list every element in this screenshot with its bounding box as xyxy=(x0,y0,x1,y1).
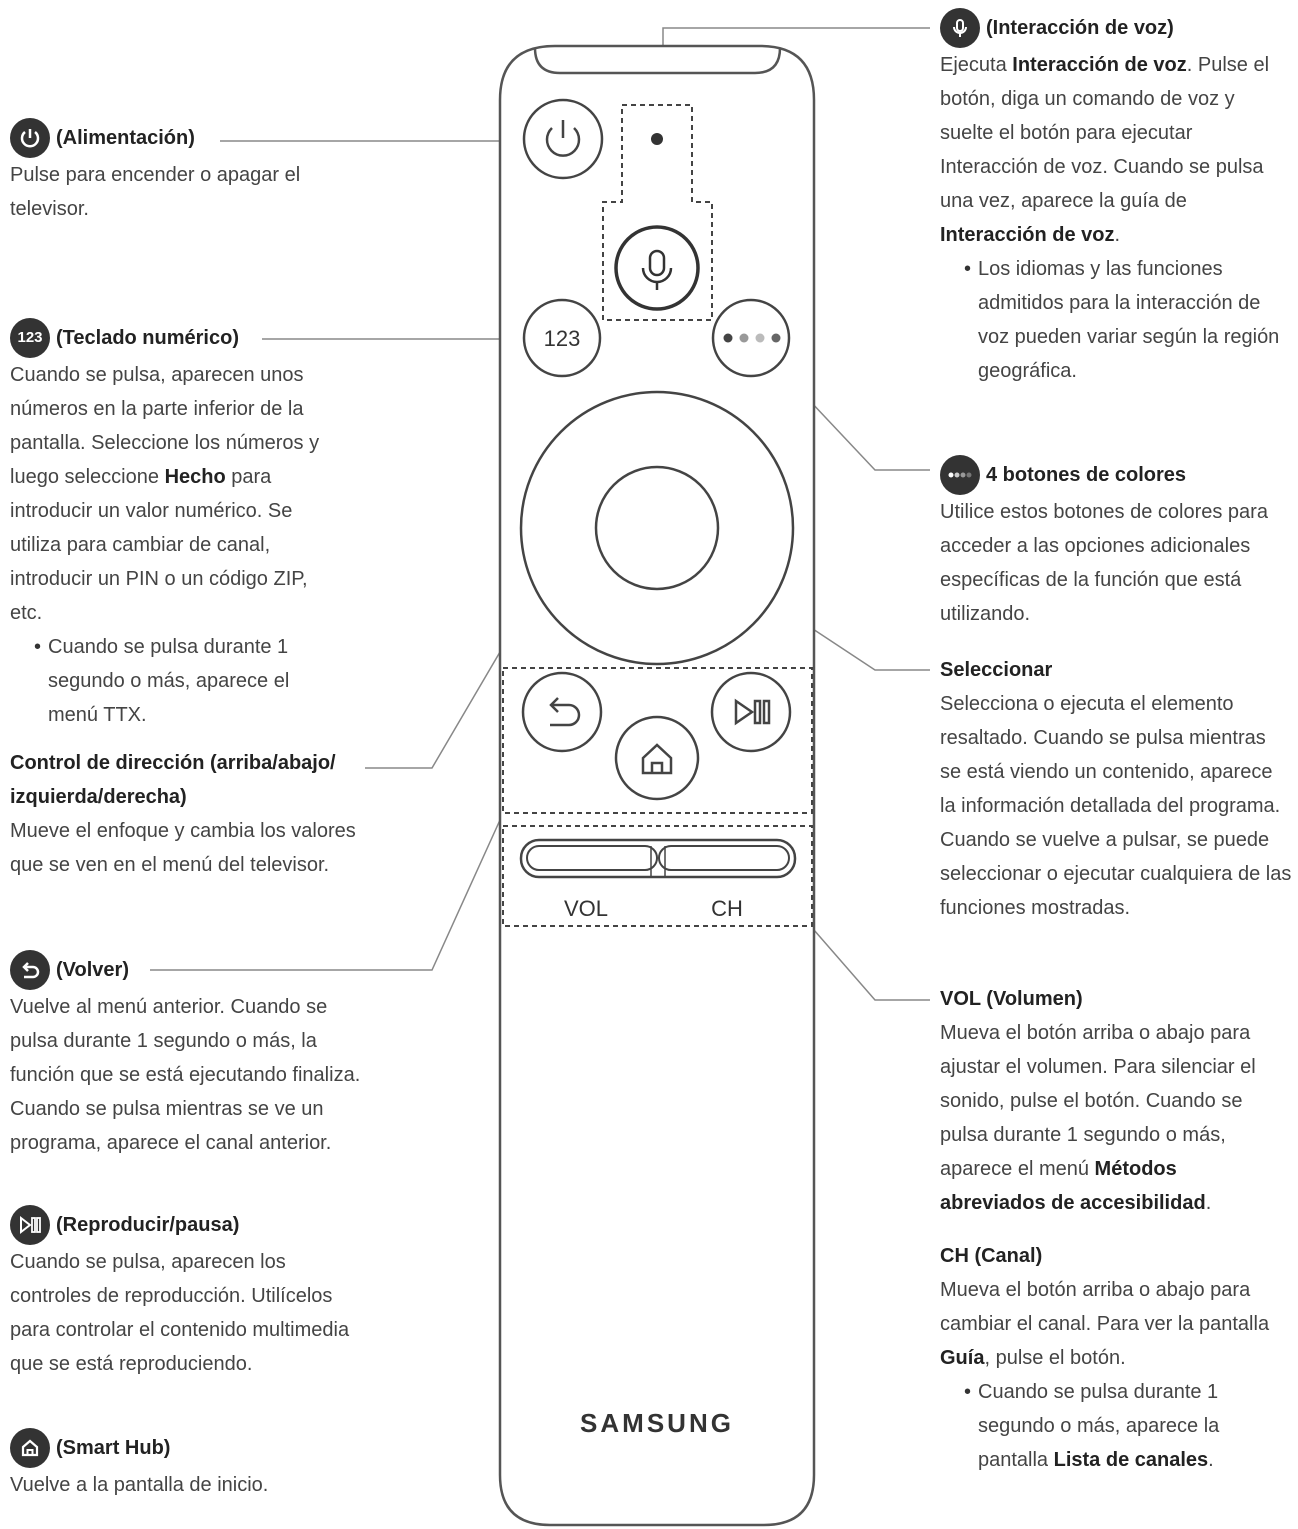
power-description: (Alimentación) Pulse para encender o apa… xyxy=(10,118,340,226)
back-heading: (Volver) xyxy=(10,950,362,990)
color-title: 4 botones de colores xyxy=(986,464,1187,486)
home-icon xyxy=(641,743,673,775)
ch-title: CH (Canal) xyxy=(940,1245,1043,1267)
play-title: (Reproducir/pausa) xyxy=(56,1214,240,1236)
numpad-button[interactable]: 123 xyxy=(522,298,602,378)
direction-description: Control de dirección (arriba/abajo/ izqu… xyxy=(10,746,362,882)
back-title: (Volver) xyxy=(56,959,129,981)
vol-rocker[interactable] xyxy=(526,845,658,871)
power-button[interactable] xyxy=(522,98,604,180)
ch-label: CH xyxy=(711,896,743,921)
numpad-icon: 123 xyxy=(10,318,50,358)
voice-body: Ejecuta Interacción de voz. Pulse el bot… xyxy=(940,54,1270,246)
home-icon xyxy=(10,1428,50,1468)
home-title: (Smart Hub) xyxy=(56,1437,171,1459)
color-heading: 4 botones de colores xyxy=(940,455,1280,495)
home-button[interactable] xyxy=(614,715,700,801)
color-button[interactable] xyxy=(711,298,791,378)
numpad-description: 123 (Teclado numérico) Cuando se pulsa, … xyxy=(10,318,340,732)
select-body: Selecciona o ejecuta el elemento resalta… xyxy=(940,693,1292,919)
microphone-icon xyxy=(641,249,673,290)
voice-description: (Interacción de voz) Ejecuta Interacción… xyxy=(940,8,1280,388)
numpad-button-label: 123 xyxy=(544,326,581,351)
numpad-body: Cuando se pulsa, aparecen unos números e… xyxy=(10,364,320,624)
ch-body: Mueva el botón arriba o abajo para cambi… xyxy=(940,1279,1270,1369)
numpad-heading: 123 (Teclado numérico) xyxy=(10,318,340,358)
back-button[interactable] xyxy=(521,671,603,753)
play-heading: (Reproducir/pausa) xyxy=(10,1205,362,1245)
voice-heading: (Interacción de voz) xyxy=(940,8,1280,48)
voice-button[interactable] xyxy=(614,225,700,311)
color-body: Utilice estos botones de colores para ac… xyxy=(940,501,1268,625)
home-description: (Smart Hub) Vuelve a la pantalla de inic… xyxy=(10,1428,362,1502)
play-body: Cuando se pulsa, aparecen los controles … xyxy=(10,1251,350,1375)
vol-body: Mueva el botón arriba o abajo para ajust… xyxy=(940,1022,1256,1214)
ch-description: CH (Canal) Mueva el botón arriba o abajo… xyxy=(940,1239,1280,1477)
leader-back xyxy=(150,819,501,971)
back-icon xyxy=(10,950,50,990)
power-heading: (Alimentación) xyxy=(10,118,340,158)
volch-dashed-box xyxy=(502,825,813,927)
voice-title: (Interacción de voz) xyxy=(986,17,1174,39)
play-description: (Reproducir/pausa) Cuando se pulsa, apar… xyxy=(10,1205,362,1381)
select-description: Seleccionar Selecciona o ejecuta el elem… xyxy=(940,653,1292,925)
voice-dashed-box xyxy=(602,104,713,321)
back-body: Vuelve al menú anterior. Cuando se pulsa… xyxy=(10,996,361,1154)
home-heading: (Smart Hub) xyxy=(10,1428,362,1468)
mic-hole xyxy=(651,133,663,145)
select-button[interactable] xyxy=(594,465,720,591)
vol-label: VOL xyxy=(564,896,608,921)
brand-logo: SAMSUNG xyxy=(580,1408,734,1438)
power-title: (Alimentación) xyxy=(56,127,195,149)
leader-lines xyxy=(150,27,930,1001)
play-pause-button[interactable] xyxy=(710,671,792,753)
back-icon xyxy=(549,697,581,727)
color-description: 4 botones de colores Utilice estos boton… xyxy=(940,455,1280,631)
power-body: Pulse para encender o apagar el televiso… xyxy=(10,164,301,220)
power-icon xyxy=(545,127,581,157)
leader-volch xyxy=(813,929,930,1001)
ch-bullet: Cuando se pulsa durante 1 segundo o más,… xyxy=(940,1375,1280,1477)
direction-body: Mueve el enfoque y cambia los valores qu… xyxy=(10,820,356,876)
vol-description: VOL (Volumen) Mueva el botón arriba o ab… xyxy=(940,982,1280,1220)
remote-top-edge xyxy=(533,47,782,75)
numpad-title: (Teclado numérico) xyxy=(56,327,239,349)
play-pause-icon xyxy=(734,698,771,726)
microphone-icon xyxy=(940,8,980,48)
vol-title: VOL (Volumen) xyxy=(940,988,1083,1010)
color-dots-icon xyxy=(723,333,781,343)
home-body: Vuelve a la pantalla de inicio. xyxy=(10,1474,269,1496)
numpad-bullet: Cuando se pulsa durante 1 segundo o más,… xyxy=(10,630,340,732)
back-description: (Volver) Vuelve al menú anterior. Cuando… xyxy=(10,950,362,1160)
nav-dashed-box xyxy=(502,667,813,814)
power-icon xyxy=(10,118,50,158)
direction-title: Control de dirección (arriba/abajo/ izqu… xyxy=(10,752,336,808)
voice-bullet: Los idiomas y las funciones admitidos pa… xyxy=(940,252,1280,388)
color-dots-icon xyxy=(940,455,980,495)
ch-rocker[interactable] xyxy=(658,845,790,871)
play-pause-icon xyxy=(10,1205,50,1245)
select-title: Seleccionar xyxy=(940,659,1053,681)
